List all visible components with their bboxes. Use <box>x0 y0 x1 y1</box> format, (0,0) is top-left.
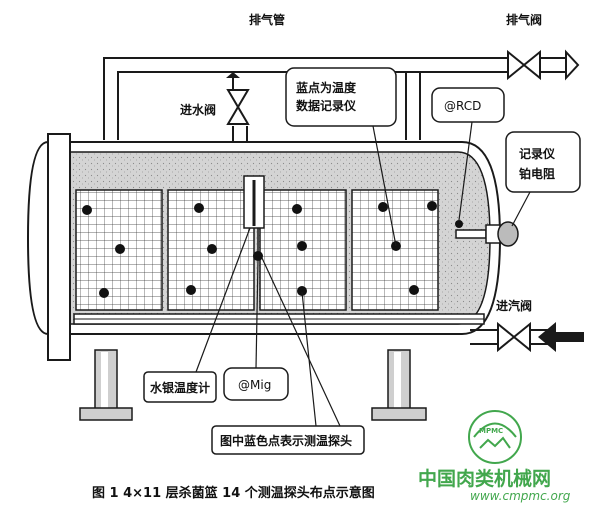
mpmc-logo-icon: MPMC <box>468 410 522 464</box>
probe-dot <box>297 286 307 296</box>
exhaust-arrow-icon <box>565 49 580 81</box>
figure-caption: 图 1 4×11 层杀菌篮 14 个测温探头布点示意图 <box>92 485 375 501</box>
steam-inlet-valve-label: 进汽阀 <box>496 298 532 313</box>
probe-dot <box>427 201 437 211</box>
mig-callout: @Mig <box>223 259 289 401</box>
mercury-thermometer-icon <box>243 175 265 258</box>
water-inlet-valve-label: 进水阀 <box>180 102 216 117</box>
exhaust-pipe <box>103 57 566 140</box>
probe-dot <box>297 241 307 251</box>
probe-note-callout: 图中蓝色点表示测温探头 <box>211 257 365 455</box>
probe-dot <box>378 202 388 212</box>
logger-callout-line2: 数据记录仪 <box>296 98 357 113</box>
mercury-thermometer-label: 水银温度计 <box>150 380 210 395</box>
watermark: MPMC 中国肉类机械网 www.cmpmc.org <box>418 410 571 503</box>
recorder-pt-line1: 记录仪 <box>519 147 556 161</box>
support-legs <box>79 349 427 421</box>
mercury-thermometer-callout: 水银温度计 <box>143 227 251 403</box>
logger-callout: 蓝点为温度 数据记录仪 <box>285 67 397 247</box>
temperature-probes <box>82 201 463 298</box>
steam-inlet-arrow-icon <box>538 322 584 352</box>
probe-dot <box>99 288 109 298</box>
recorder-pt-line2: 铂电阻 <box>519 166 555 181</box>
rcd-label: @RCD <box>444 99 481 113</box>
sterilization-baskets <box>75 189 439 311</box>
probe-dot <box>82 205 92 215</box>
mig-label: @Mig <box>238 378 271 392</box>
probe-dot <box>253 251 263 261</box>
water-inlet-valve-icon <box>226 89 250 125</box>
mpmc-logo-text: MPMC <box>479 427 503 435</box>
probe-dot <box>207 244 217 254</box>
recorder-pt-sensor-icon <box>455 221 519 247</box>
watermark-site-url: www.cmpmc.org <box>470 489 571 503</box>
exhaust-valve-label: 排气阀 <box>506 12 542 27</box>
watermark-site-cn: 中国肉类机械网 <box>418 467 551 490</box>
rcd-callout: @RCD <box>431 87 505 221</box>
steam-inlet-valve-icon <box>497 321 531 353</box>
probe-dot <box>292 204 302 214</box>
exhaust-valve-icon <box>507 49 541 81</box>
probe-dot <box>409 285 419 295</box>
probe-note-label: 图中蓝色点表示测温探头 <box>220 433 352 448</box>
probe-dot <box>194 203 204 213</box>
probe-dot <box>186 285 196 295</box>
probe-dot <box>115 244 125 254</box>
logger-callout-line1: 蓝点为温度 <box>296 80 357 95</box>
recorder-pt-callout: 记录仪 铂电阻 <box>505 131 581 227</box>
exhaust-pipe-label: 排气管 <box>249 12 285 27</box>
probe-dot <box>455 220 463 228</box>
